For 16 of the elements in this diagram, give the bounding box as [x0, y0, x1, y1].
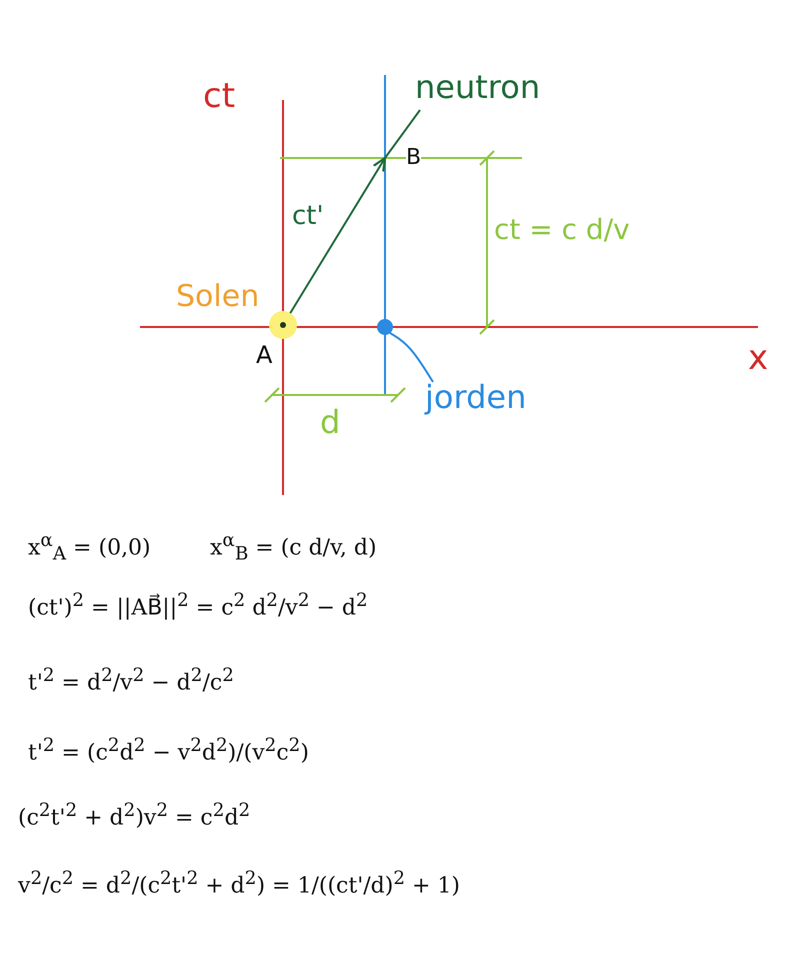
equation: (ct')$^{2}$ = ||AB⃗||$^{2}$ = c$^{2}$ d$^{2}$/v$^{2}$ − d$^{2}$: [28, 590, 368, 620]
axis-label: x: [748, 340, 768, 378]
equation: t'$^{2}$ = d$^{2}$/v$^{2}$ − d$^{2}$/c$^{2}$: [28, 665, 234, 696]
name-label: neutron: [415, 70, 540, 106]
earth-dot: [377, 319, 393, 335]
equation: (c$^{2}$t'$^{2}$ + d$^{2}$)v$^{2}$ = c$^{2}$d$^{2}$: [18, 800, 250, 830]
name-label: jorden: [425, 380, 526, 416]
equation: x$^{α}$$_{A}$ = (0,0): [28, 530, 151, 565]
dimension-label: ct = c d/v: [494, 215, 630, 246]
equation: t'$^{2}$ = (c$^{2}$d$^{2}$ − v$^{2}$d$^{2}$)/(v$^{2}$c$^{2}$): [28, 735, 309, 766]
axis-label: ct: [203, 78, 236, 116]
equation: v$^{2}$/c$^{2}$ = d$^{2}$/(c$^{2}$t'$^{2}$ + d$^{2}$) = 1/((ct'/d)$^{2}$ + 1): [18, 868, 460, 898]
equation: x$^{α}$$_{B}$ = (c d/v, d): [210, 530, 377, 565]
dimension-label: d: [320, 405, 340, 440]
point-label: A: [256, 342, 272, 368]
name-label: Solen: [176, 280, 260, 313]
